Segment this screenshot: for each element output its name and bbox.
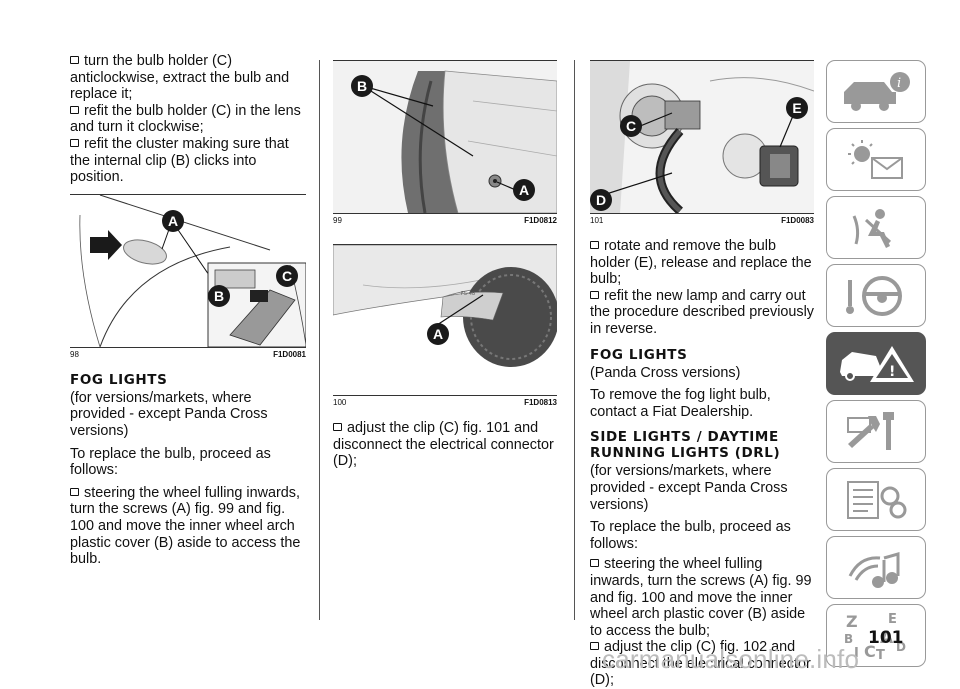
- figure-98: A B C: [70, 193, 306, 348]
- bullet-paragraph: adjust the clip (C) fig. 101 and disconn…: [333, 420, 554, 470]
- bullet-paragraph: adjust the clip (C) fig. 102 and disconn…: [590, 639, 811, 689]
- column-1: turn the bulb holder (C) anticlockwise, …: [70, 0, 306, 568]
- tab-maintenance[interactable]: [826, 400, 926, 463]
- figure-99: B A: [333, 60, 557, 214]
- section-heading: FOG LIGHTS: [70, 371, 168, 388]
- specs-icon: [847, 480, 907, 519]
- figure-caption: 98 F1D0081: [70, 349, 306, 359]
- emergency-icon: !: [840, 345, 914, 382]
- tab-warning-lights[interactable]: [826, 128, 926, 191]
- index-letter: T: [876, 648, 885, 661]
- figure-caption: 99 F1D0812: [333, 216, 557, 225]
- bullet-icon: [70, 56, 79, 64]
- multimedia-icon: [848, 551, 900, 588]
- watermark: carmanualsonline.info: [602, 644, 860, 674]
- column-2: B A 99 F1D0812 FS-48 A 100 F1D0813 adjus…: [333, 0, 557, 470]
- callout-a: A: [513, 179, 535, 201]
- bullet-paragraph: rotate and remove the bulb holder (E), r…: [590, 238, 812, 288]
- figure-caption: 100 F1D0813: [333, 398, 557, 407]
- maintenance-icon: [847, 411, 894, 450]
- svg-text:!: !: [889, 364, 895, 380]
- bullet-icon: [590, 559, 599, 568]
- svg-text:i: i: [897, 76, 901, 91]
- warning-lights-icon: [848, 139, 903, 179]
- callout-b: B: [351, 75, 373, 97]
- tab-multimedia[interactable]: [826, 536, 926, 599]
- callout-e: E: [786, 97, 808, 119]
- page-number: 101: [868, 628, 904, 648]
- callout-d: D: [590, 189, 612, 211]
- paragraph: To replace the bulb, proceed as follows:: [70, 445, 271, 479]
- bullet-paragraph: refit the bulb holder (C) in the lens an…: [70, 102, 301, 136]
- index-icon: Z E B A I C T D: [844, 612, 906, 661]
- index-letter: B: [844, 632, 853, 646]
- bullet-icon: [70, 487, 79, 496]
- figure-caption: 101 F1D0083: [590, 216, 814, 225]
- underbody-illustration: FS-48: [333, 245, 557, 367]
- fog-light-bulb-illustration: [590, 61, 814, 213]
- tab-car-info[interactable]: i: [826, 60, 926, 123]
- bullet-paragraph: turn the bulb holder (C) anticlockwise, …: [70, 53, 290, 103]
- bullet-icon: [590, 642, 599, 651]
- paragraph: (for versions/markets, where provided - …: [70, 389, 268, 439]
- paragraph: To remove the fog light bulb, contact a …: [590, 387, 771, 420]
- callout-a: A: [427, 323, 449, 345]
- tab-emergency[interactable]: !: [826, 332, 926, 395]
- car-info-icon: i: [844, 71, 910, 111]
- index-letter: Z: [846, 612, 858, 631]
- paragraph: (for versions/markets, where provided - …: [590, 463, 788, 513]
- callout-c: C: [276, 264, 298, 287]
- callout-b: B: [208, 284, 230, 307]
- column-3: E C D 101 F1D0083 rotate and remove the …: [590, 0, 814, 689]
- svg-text:FS-48: FS-48: [461, 291, 475, 297]
- column-divider: [319, 60, 320, 620]
- column-divider: [574, 60, 575, 620]
- bullet-paragraph: refit the cluster making sure that the i…: [70, 135, 289, 186]
- figure-101: E C D: [590, 60, 814, 214]
- tab-safety[interactable]: [826, 196, 926, 259]
- index-letter: E: [888, 612, 897, 627]
- bullet-icon: [333, 423, 342, 431]
- paragraph: To replace the bulb, proceed as follows:: [590, 519, 791, 552]
- tab-index[interactable]: Z E B A I C T D: [826, 604, 926, 667]
- bullet-paragraph: steering the wheel fulling inwards, turn…: [70, 484, 301, 568]
- index-letter: D: [896, 640, 906, 654]
- callout-c: C: [620, 115, 642, 137]
- bullet-icon: [70, 138, 79, 147]
- tail-light-illustration: [79, 194, 306, 347]
- figure-100: FS-48 A: [333, 244, 557, 396]
- index-letter: C: [864, 642, 876, 661]
- bullet-paragraph: refit the new lamp and carry out the pro…: [590, 287, 814, 337]
- tab-technical-data[interactable]: [826, 468, 926, 531]
- section-heading: FOG LIGHTS: [590, 346, 688, 363]
- bullet-paragraph: steering the wheel fulling inwards, turn…: [590, 556, 812, 639]
- paragraph: (Panda Cross versions): [590, 364, 741, 381]
- tab-starting-driving[interactable]: [826, 264, 926, 327]
- bullet-icon: [590, 290, 599, 299]
- index-letter: I: [854, 646, 859, 661]
- index-letter: A: [880, 628, 894, 648]
- chapter-tabs: i !: [826, 60, 928, 672]
- section-heading: SIDE LIGHTS / DAYTIME RUNNING LIGHTS (DR…: [590, 429, 781, 462]
- callout-a: A: [162, 209, 184, 232]
- steering-wheel-icon: [846, 275, 902, 316]
- bullet-icon: [590, 241, 599, 249]
- bullet-icon: [70, 105, 79, 114]
- airbag-seat-icon: [852, 208, 892, 248]
